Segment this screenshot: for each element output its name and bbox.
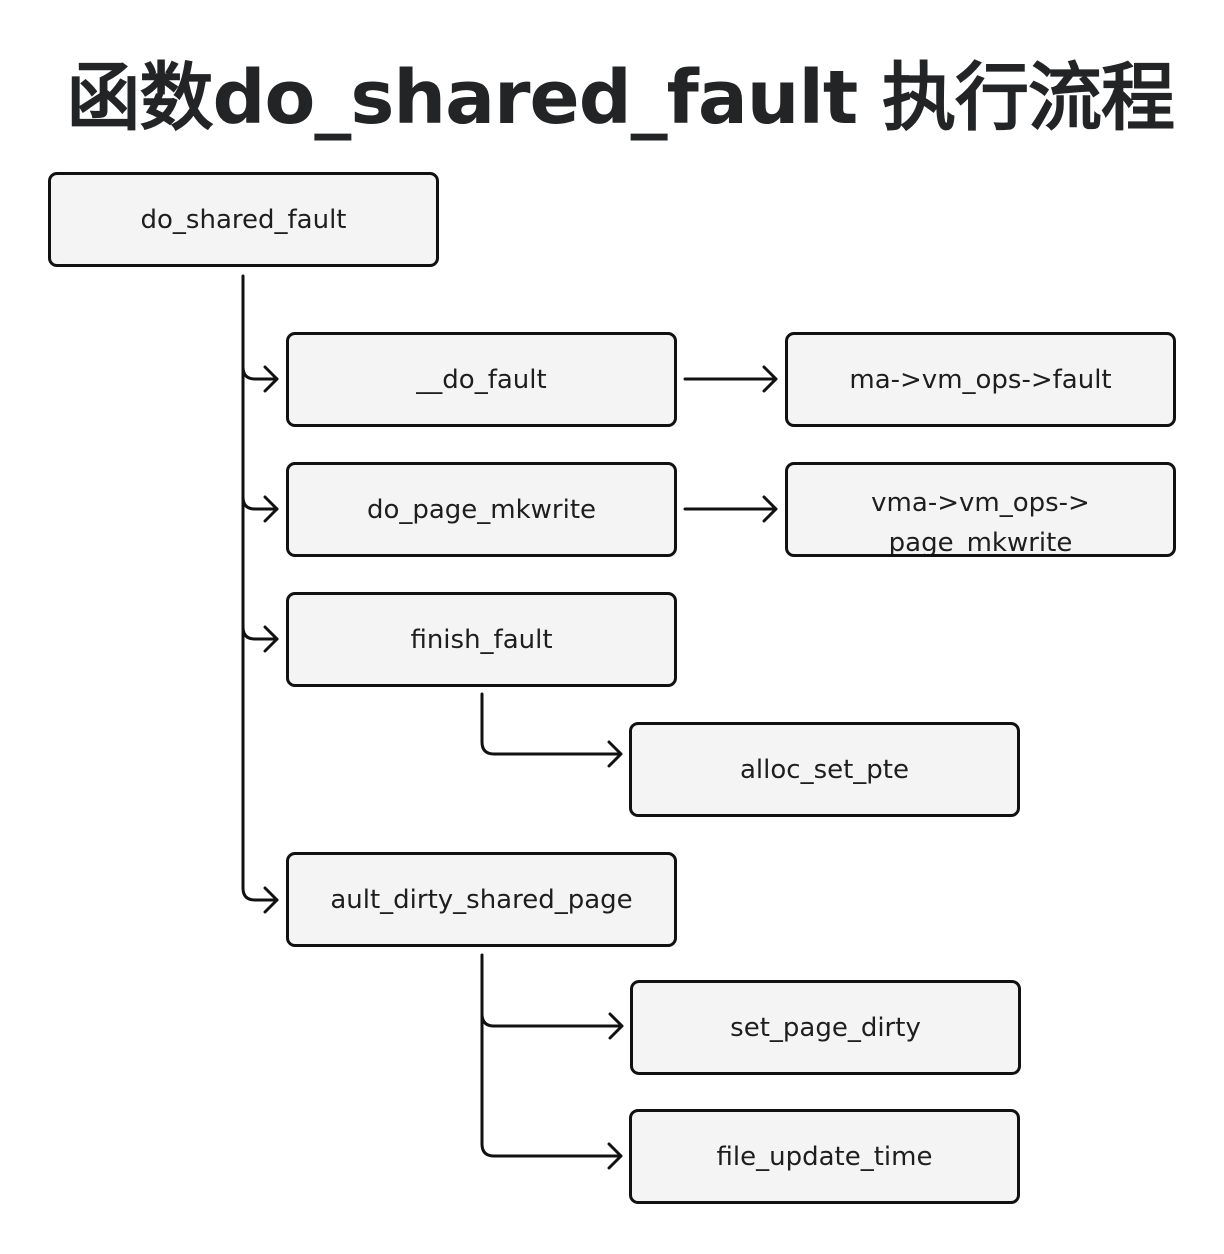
branch-do-fault — [241, 365, 279, 381]
node-do-page-mkwrite: do_page_mkwrite — [286, 462, 677, 557]
node-label: ma->vm_ops->fault — [849, 364, 1112, 395]
node-vm-ops-page-mkwrite: vma->vm_ops->page_mkwrite — [785, 462, 1176, 557]
node-set-page-dirty: set_page_dirty — [630, 980, 1021, 1075]
edge-do-fault-to-vm-ops-fault — [683, 365, 778, 393]
node-label: do_shared_fault — [140, 204, 347, 235]
node-label: vma->vm_ops->page_mkwrite — [871, 488, 1090, 557]
node-label: do_page_mkwrite — [366, 494, 597, 525]
node-fault-dirty-shared-page: ault_dirty_shared_page — [286, 852, 677, 947]
node-label: finish_fault — [410, 624, 553, 655]
arrowhead-do-page-mkwrite — [263, 495, 279, 523]
node-label: set_page_dirty — [730, 1012, 921, 1043]
arrowhead-fault-dirty — [263, 886, 279, 914]
edge-dirty-to-set-page-dirty — [480, 953, 624, 1040]
arrowhead-finish-fault — [263, 625, 279, 653]
node-alloc-set-pte: alloc_set_pte — [629, 722, 1020, 817]
edge-finish-fault-to-alloc — [480, 692, 623, 768]
arrowhead-do-fault — [263, 365, 279, 393]
node-finish-fault: finish_fault — [286, 592, 677, 687]
node-do-shared-fault: do_shared_fault — [48, 172, 439, 267]
node-label: alloc_set_pte — [739, 754, 909, 785]
edge-dirty-to-file-update-time — [480, 1012, 623, 1170]
diagram-title: 函数do_shared_fault 执行流程 — [66, 55, 1175, 141]
node-file-update-time: file_update_time — [629, 1109, 1020, 1204]
node-label: file_update_time — [716, 1141, 933, 1172]
node-do-fault: __do_fault — [286, 332, 677, 427]
branch-finish-fault — [241, 625, 279, 641]
trunk-line — [241, 274, 279, 902]
branch-do-page-mkwrite — [241, 495, 279, 511]
node-vm-ops-fault: ma->vm_ops->fault — [785, 332, 1176, 427]
node-label: __do_fault — [416, 364, 547, 395]
edge-mkwrite-to-vm-ops-mkwrite — [683, 495, 778, 523]
node-label: ault_dirty_shared_page — [330, 884, 633, 915]
